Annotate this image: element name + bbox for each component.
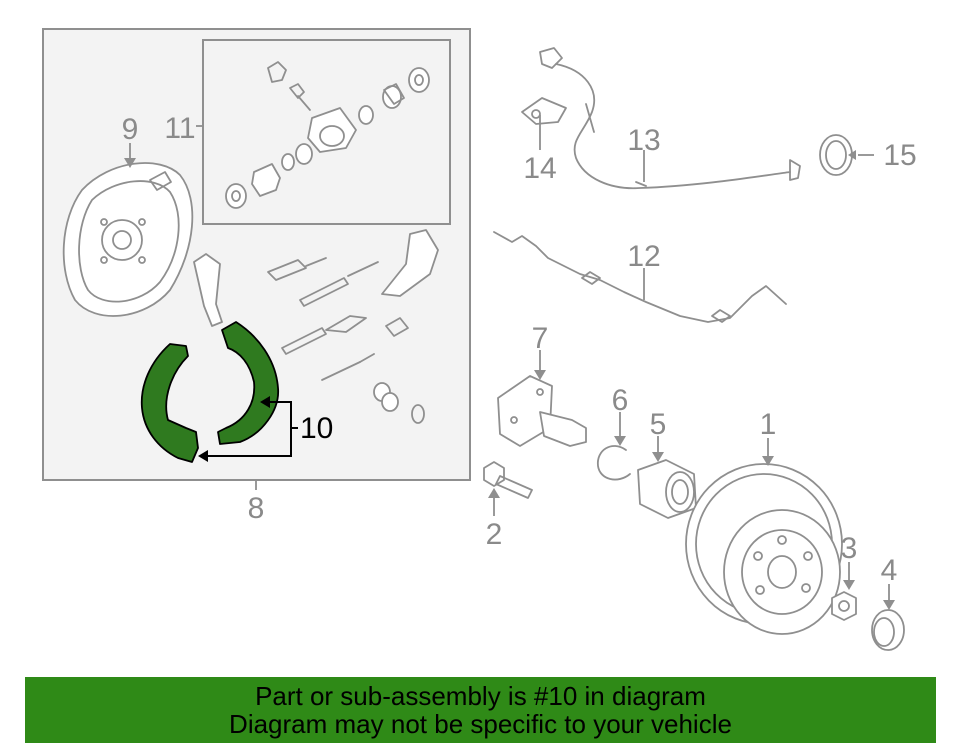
hub-bolt xyxy=(483,461,533,499)
callout-3: 3 xyxy=(841,532,858,565)
info-banner: Part or sub-assembly is #10 in diagram D… xyxy=(25,677,936,743)
hub-nut xyxy=(831,591,857,621)
info-banner-background xyxy=(25,677,936,743)
dust-cap xyxy=(871,609,905,651)
callout-5: 5 xyxy=(650,408,667,441)
callout-leaders xyxy=(124,115,895,610)
brake-shoe-set xyxy=(140,321,279,463)
tone-ring xyxy=(819,134,853,176)
callout-10: 10 xyxy=(300,412,333,445)
brake-shoe-left xyxy=(140,343,199,463)
abs-sensor-harness xyxy=(539,47,801,190)
callout-labels: 1 2 3 4 5 6 7 8 9 10 11 12 13 14 15 xyxy=(122,112,917,587)
sensor-bracket xyxy=(521,97,567,125)
callout-7: 7 xyxy=(532,322,549,355)
callout-13: 13 xyxy=(627,124,660,157)
banner-line-1: Part or sub-assembly is #10 in diagram xyxy=(255,681,706,711)
wheel-cylinder-kit xyxy=(225,61,430,209)
callout-15: 15 xyxy=(883,139,916,172)
callout-4: 4 xyxy=(881,554,898,587)
callout-11: 11 xyxy=(164,112,195,145)
callout-14: 14 xyxy=(523,152,556,185)
callout-2: 2 xyxy=(486,518,503,551)
brake-drum xyxy=(685,463,843,635)
brake-shoe-right xyxy=(217,321,279,445)
hub-spindle xyxy=(497,375,587,447)
backing-plate xyxy=(62,162,194,317)
brake-hardware xyxy=(193,229,439,424)
banner-line-2: Diagram may not be specific to your vehi… xyxy=(229,709,732,739)
callout-12: 12 xyxy=(627,240,660,273)
callout-1: 1 xyxy=(760,408,777,441)
callout-6: 6 xyxy=(612,384,629,417)
snap-ring xyxy=(597,445,631,481)
brake-line xyxy=(493,231,787,323)
callout-9: 9 xyxy=(122,113,139,146)
wheel-bearing xyxy=(637,459,697,519)
callout-8: 8 xyxy=(248,492,265,525)
